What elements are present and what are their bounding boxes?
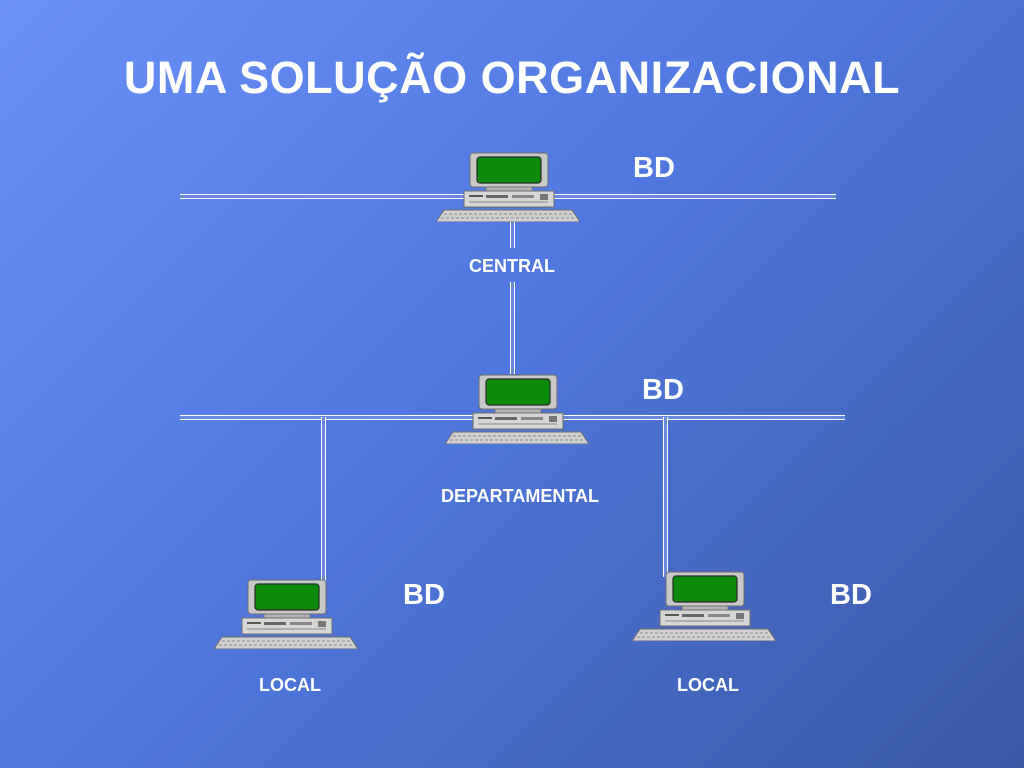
local-left-label: LOCAL	[259, 675, 321, 695]
departamental-to-local-left-link	[321, 417, 326, 585]
local-right-db-label: BD	[830, 579, 872, 611]
local-right-computer-icon	[632, 571, 776, 641]
local-left-db-label: BD	[403, 579, 445, 611]
local-right-label: LOCAL	[677, 675, 739, 695]
central-to-departamental-link-bottom	[510, 282, 515, 374]
central-to-departamental-link-top	[510, 222, 515, 248]
departamental-db-label: BD	[642, 374, 684, 406]
departamental-computer-icon	[445, 374, 589, 444]
central-computer-icon	[436, 152, 580, 222]
central-db-label: BD	[633, 152, 675, 184]
central-label: CENTRAL	[469, 256, 555, 276]
slide-title: UMA SOLUÇÃO ORGANIZACIONAL	[123, 52, 901, 103]
departamental-label: DEPARTAMENTAL	[441, 486, 599, 506]
departamental-to-local-right-link	[663, 417, 668, 577]
local-left-computer-icon	[214, 579, 358, 649]
